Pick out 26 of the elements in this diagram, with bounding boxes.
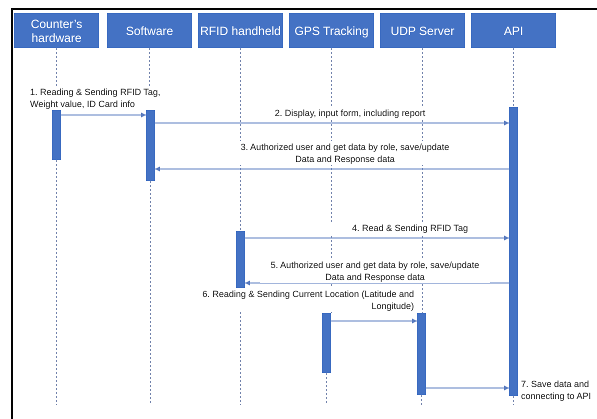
participant-box: RFID handheld <box>198 13 283 48</box>
activation-bar <box>417 313 426 395</box>
message-label: 5. Authorized user and get data by role, save/update Data and Response data <box>260 259 490 283</box>
participant-box: API <box>471 13 556 48</box>
activation-bar <box>322 313 331 373</box>
activation-bar <box>146 110 155 181</box>
message-arrow <box>330 318 418 324</box>
message-arrow <box>154 166 510 172</box>
lifeline <box>513 396 514 406</box>
lifeline <box>240 48 241 232</box>
participant-box: Software <box>107 13 192 48</box>
message-arrow <box>426 386 510 390</box>
lifeline <box>513 48 514 108</box>
message-arrow <box>244 236 510 240</box>
lifeline <box>56 160 57 406</box>
message-arrow <box>60 112 146 118</box>
message-arrow <box>244 280 510 286</box>
activation-bar <box>509 107 518 396</box>
lifeline <box>150 180 151 406</box>
activation-bar <box>52 110 61 160</box>
lifeline <box>326 372 327 406</box>
participant-box: GPS Tracking <box>289 13 374 48</box>
lifeline <box>421 394 422 406</box>
participant-box: UDP Server <box>380 13 465 48</box>
participant-box: Counter’s hardware <box>14 13 99 48</box>
message-arrow <box>154 120 510 126</box>
